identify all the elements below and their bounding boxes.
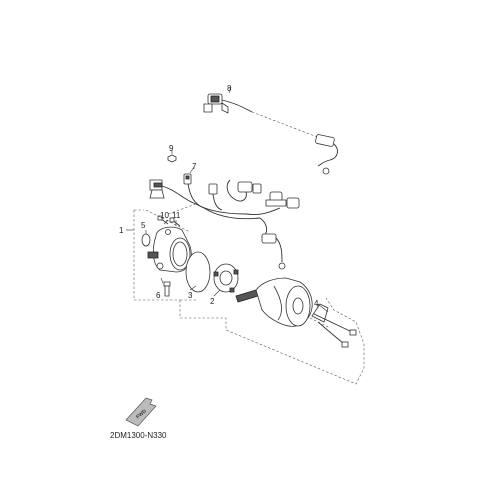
callout-10: 10 — [160, 211, 169, 220]
bolt-9 — [167, 150, 177, 163]
callout-9: 9 — [169, 144, 174, 153]
callout-7: 7 — [192, 162, 197, 171]
callout-6: 6 — [156, 291, 161, 300]
callout-5: 5 — [141, 221, 146, 230]
callout-11: 11 — [172, 211, 181, 220]
o-ring-5 — [141, 233, 151, 247]
starter-motor — [235, 277, 331, 329]
diagram-code: 2DM1300-N330 — [110, 431, 167, 440]
callout-2: 2 — [210, 297, 215, 306]
main-wire-harness — [149, 179, 300, 270]
callout-1: 1 — [119, 226, 124, 235]
starter-gear-2 — [213, 263, 239, 293]
clamp-7 — [183, 166, 195, 185]
bolt-6 — [163, 281, 171, 297]
through-bolts-4 — [311, 303, 357, 348]
callout-3: 3 — [188, 291, 193, 300]
screw-10 — [157, 215, 169, 225]
assembly-bracket — [133, 209, 180, 301]
front-cover — [147, 226, 192, 273]
assembly-envelope — [179, 297, 365, 385]
gasket-3 — [185, 251, 211, 293]
callout-8: 8 — [227, 84, 232, 93]
callout-4: 4 — [314, 299, 319, 308]
fwd-direction-icon: FWD — [125, 397, 157, 427]
sub-wire-harness — [203, 86, 338, 175]
